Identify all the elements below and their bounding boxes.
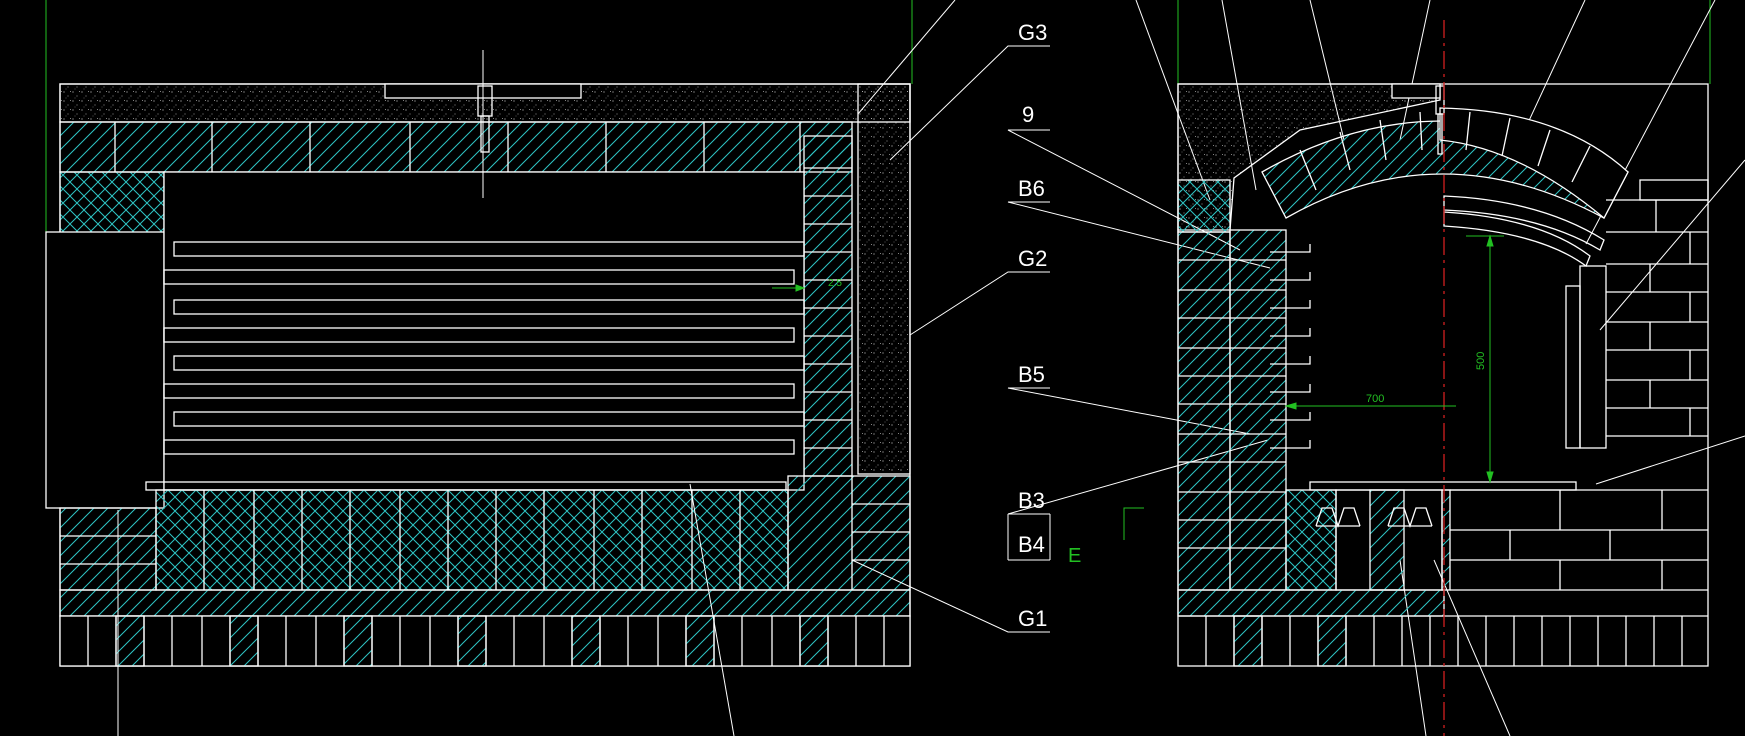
- label-9: 9: [1022, 102, 1034, 127]
- extension-lines: [45, 0, 1711, 232]
- label-g3: G3: [1018, 20, 1047, 45]
- label-b5: B5: [1018, 362, 1045, 387]
- label-g2: G2: [1018, 246, 1047, 271]
- longitudinal-section: [45, 50, 911, 667]
- label-g1: G1: [1018, 606, 1047, 631]
- wall-insulation: [857, 83, 911, 475]
- dim-half-width: 700: [1366, 393, 1384, 405]
- label-b4: B4: [1018, 532, 1045, 557]
- cross-section: [1177, 83, 1709, 667]
- label-b3: B3: [1018, 488, 1045, 513]
- dimension-lines: [772, 234, 1504, 540]
- shelf-brackets: [1270, 244, 1311, 449]
- heating-chamber: [163, 171, 805, 491]
- heating-elements: [163, 241, 805, 455]
- label-e: E: [1068, 545, 1081, 567]
- hearth-blocks: [155, 489, 789, 591]
- dim-height: 500: [1475, 352, 1487, 370]
- dim-side-clearance: 2.5: [828, 278, 842, 289]
- label-b6: B6: [1018, 176, 1045, 201]
